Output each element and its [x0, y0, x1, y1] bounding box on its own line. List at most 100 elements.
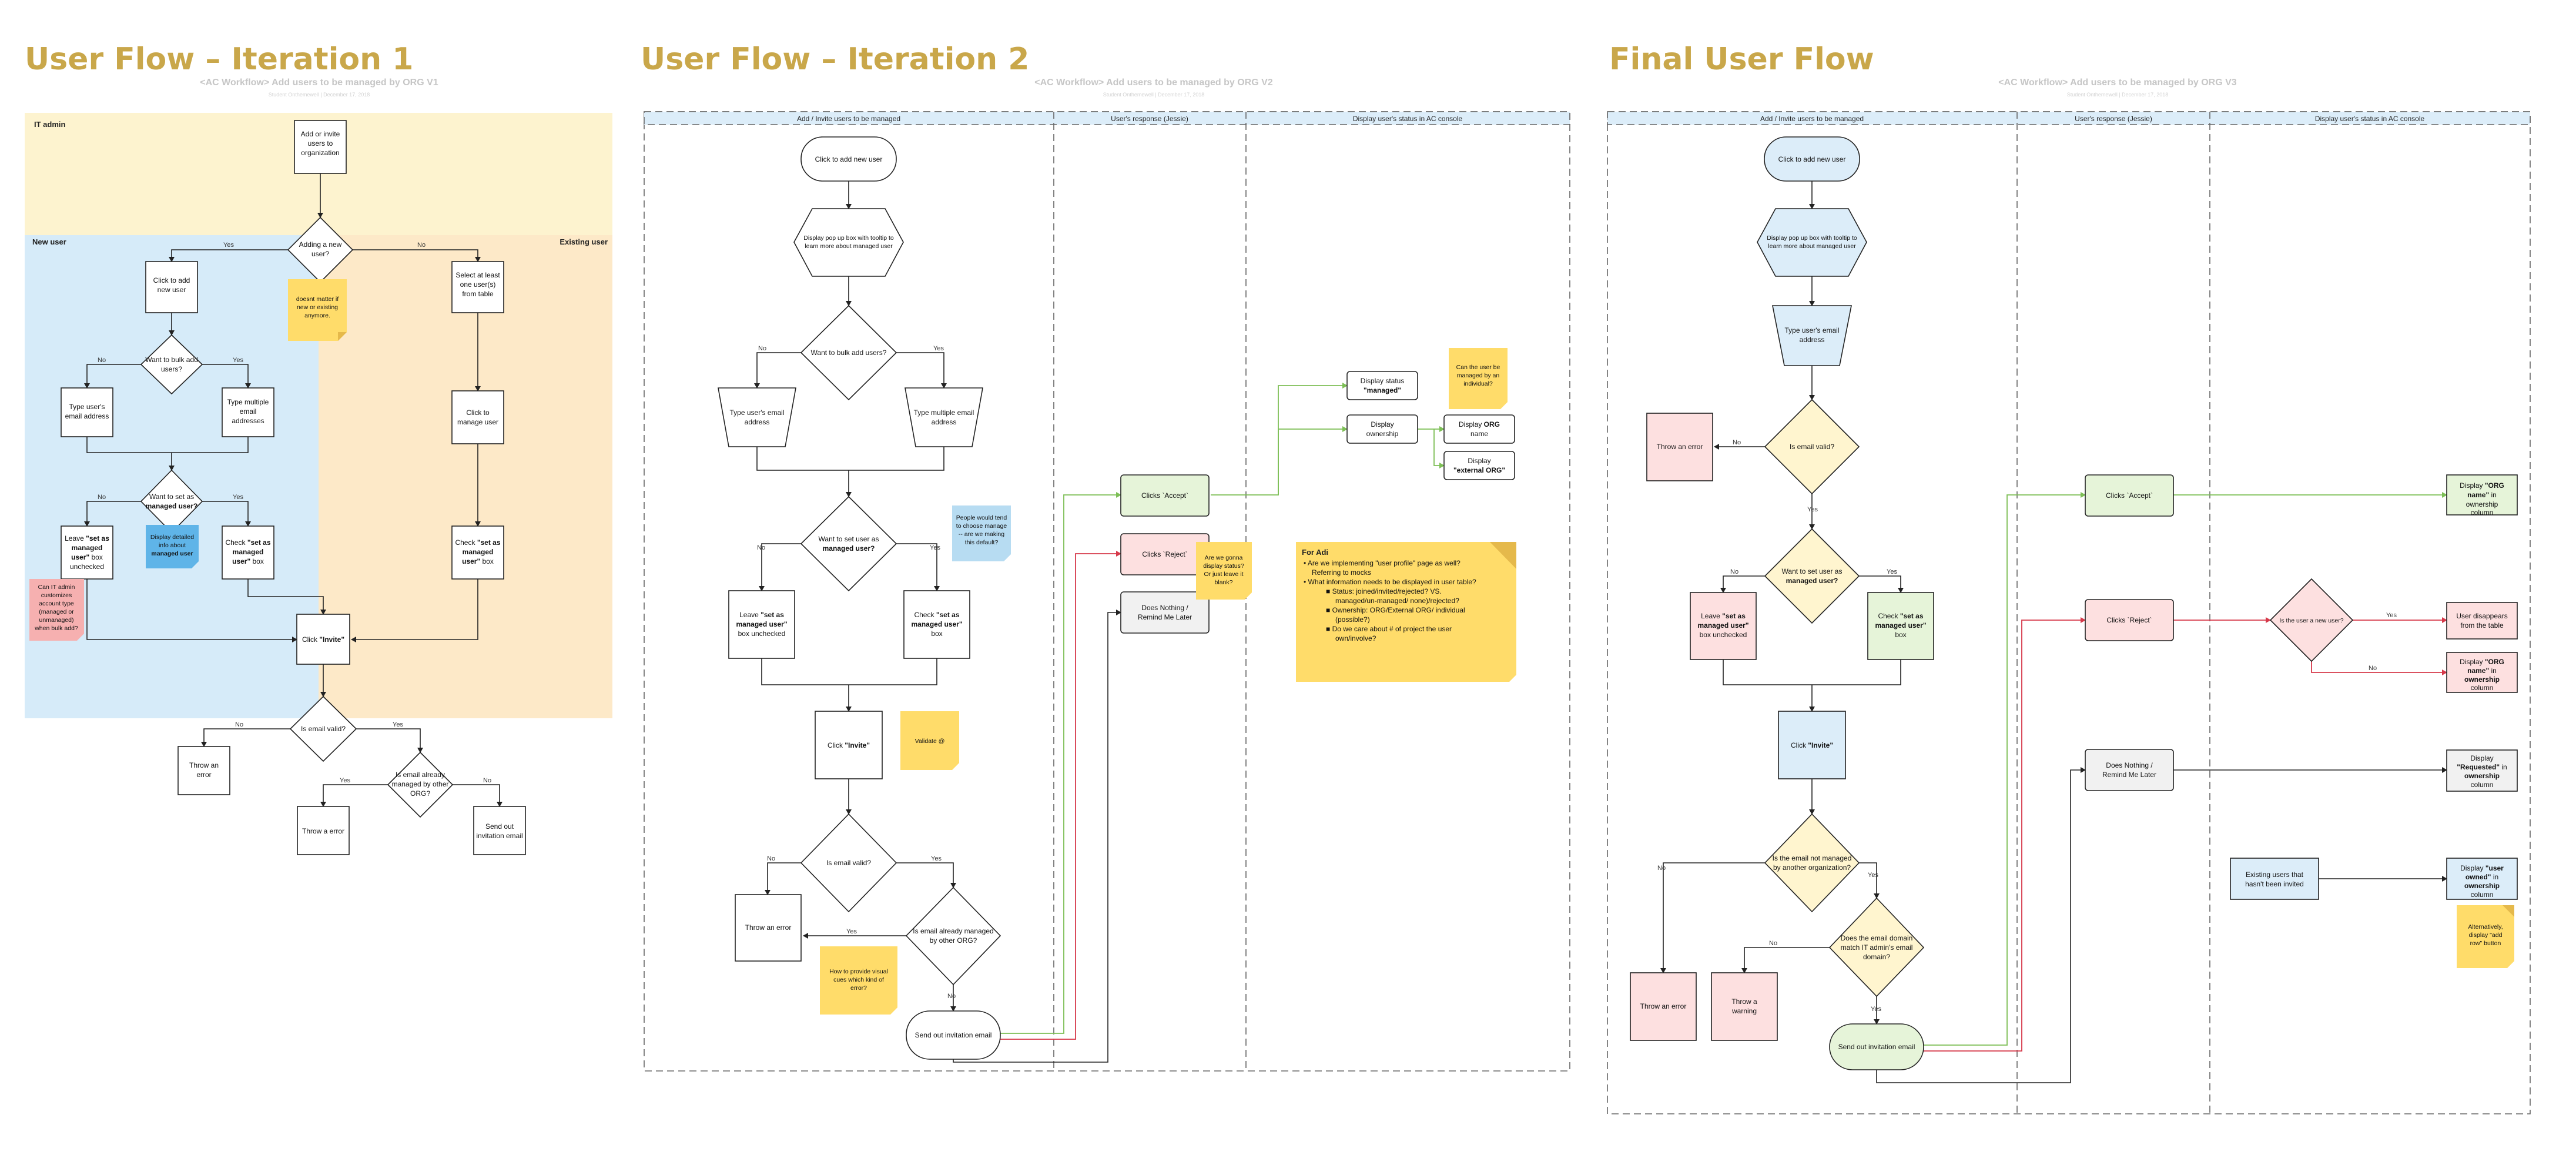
v3-node-error-top-text: Throw an error	[1657, 443, 1703, 451]
v3-node-click-invite	[1778, 711, 1846, 779]
v1-node-email-valid-text: Is email valid?	[301, 725, 346, 733]
v1-node-error2	[297, 806, 350, 855]
v3-node-check-box	[1867, 592, 1934, 660]
v3-node-disappears	[2446, 602, 2518, 640]
label-no: No	[235, 721, 243, 728]
v3-node-set-managed	[1764, 528, 1860, 624]
v2-node-email-valid	[800, 813, 897, 913]
v1-node-type-email	[61, 387, 113, 437]
v3-node-click-invite-text: Click "Invite"	[1791, 741, 1833, 749]
v3-node-accept	[2085, 474, 2174, 517]
v3-node-reject	[2085, 599, 2174, 641]
v2-note-people-tend	[952, 505, 1011, 561]
authorline-v2: Student Onthemewell | December 17, 2018	[1103, 92, 1204, 98]
label-no: No	[483, 777, 491, 784]
v2-node-accept-text: Clicks `Accept`	[1141, 491, 1188, 500]
label-no: No	[767, 855, 775, 862]
authorline-v1: Student Onthemewell | December 17, 2018	[269, 92, 370, 98]
flow-v2: Add / Invite users to be managed User's …	[644, 111, 1570, 1072]
v2-node-already-managed	[905, 886, 1001, 986]
v1-node-send-invite	[473, 806, 526, 855]
label-no: No	[1733, 439, 1741, 446]
v3-node-existing-invited	[2230, 858, 2319, 900]
v2-node-click-add-text: Click to add new user	[815, 155, 883, 163]
v3-node-nothing-text: Does Nothing /Remind Me Later	[2102, 761, 2156, 779]
label-yes: Yes	[931, 855, 942, 862]
v2-node-display-external-text: Display"external ORG"	[1453, 457, 1505, 474]
region-label-existing-user: Existing user	[560, 237, 608, 246]
v1-node-click-invite-text: Click "Invite"	[302, 635, 344, 644]
v3-node-click-add	[1764, 136, 1860, 182]
label-yes: Yes	[1887, 568, 1897, 575]
v1-node-click-invite	[296, 614, 350, 665]
label-yes: Yes	[2386, 612, 2397, 619]
label-yes: Yes	[233, 357, 243, 364]
v2-node-check-box	[903, 590, 970, 659]
label-yes: Yes	[1807, 506, 1818, 513]
v2-note-for-adi	[1296, 542, 1516, 682]
v3-node-new-user-q-text: Is the user a new user?	[2279, 617, 2343, 624]
v3-node-error-text: Throw an error	[1640, 1002, 1687, 1010]
v3-node-domain-match	[1828, 897, 1925, 997]
v3-node-popup	[1757, 208, 1867, 277]
label-no: No	[417, 242, 426, 249]
v2-node-status-managed-text: Display status"managed"	[1361, 377, 1405, 394]
v3-node-warning	[1711, 972, 1778, 1041]
v1-node-type-multi	[222, 387, 274, 437]
subtitle-v1: <AC Workflow> Add users to be managed by…	[200, 78, 438, 88]
label-yes: Yes	[846, 928, 857, 935]
v2-node-send-invite	[906, 1010, 1001, 1060]
v1-node-bulk	[140, 334, 203, 395]
label-no: No	[1730, 568, 1738, 575]
v3-node-error-top	[1646, 413, 1713, 481]
v3-node-not-managed	[1764, 813, 1860, 913]
v2-node-display-org	[1443, 414, 1515, 444]
flow-v1: IT admin New user Existing user Yes No N…	[25, 113, 612, 855]
label-no: No	[98, 357, 106, 364]
v3-node-leave-unchecked	[1690, 592, 1757, 660]
authorline-v3: Student Onthemewell | December 17, 2018	[2067, 92, 2168, 98]
v1-node-check-box-existing	[451, 525, 504, 580]
v3-node-new-user-q	[2269, 578, 2354, 662]
v3-node-requested	[2446, 749, 2518, 792]
v2-note-for-adi-title: For Adi	[1302, 548, 1328, 557]
label-yes: Yes	[340, 777, 350, 784]
label-no: No	[1657, 865, 1666, 872]
v2-node-set-managed	[800, 496, 897, 592]
v2-note-validate	[900, 711, 959, 770]
v2-node-click-invite-text: Click "Invite"	[828, 741, 870, 749]
v2-node-accept	[1120, 474, 1210, 517]
label-no: No	[757, 544, 765, 551]
v2-node-type-multi	[905, 387, 983, 447]
title-v3: Final User Flow	[1609, 42, 1874, 77]
title-v1: User Flow – Iteration 1	[25, 42, 413, 77]
v3-node-org-owned2	[2446, 652, 2518, 693]
title-v2: User Flow – Iteration 2	[641, 42, 1029, 77]
v3-lane-invite: Add / Invite users to be managed	[1760, 115, 1864, 123]
